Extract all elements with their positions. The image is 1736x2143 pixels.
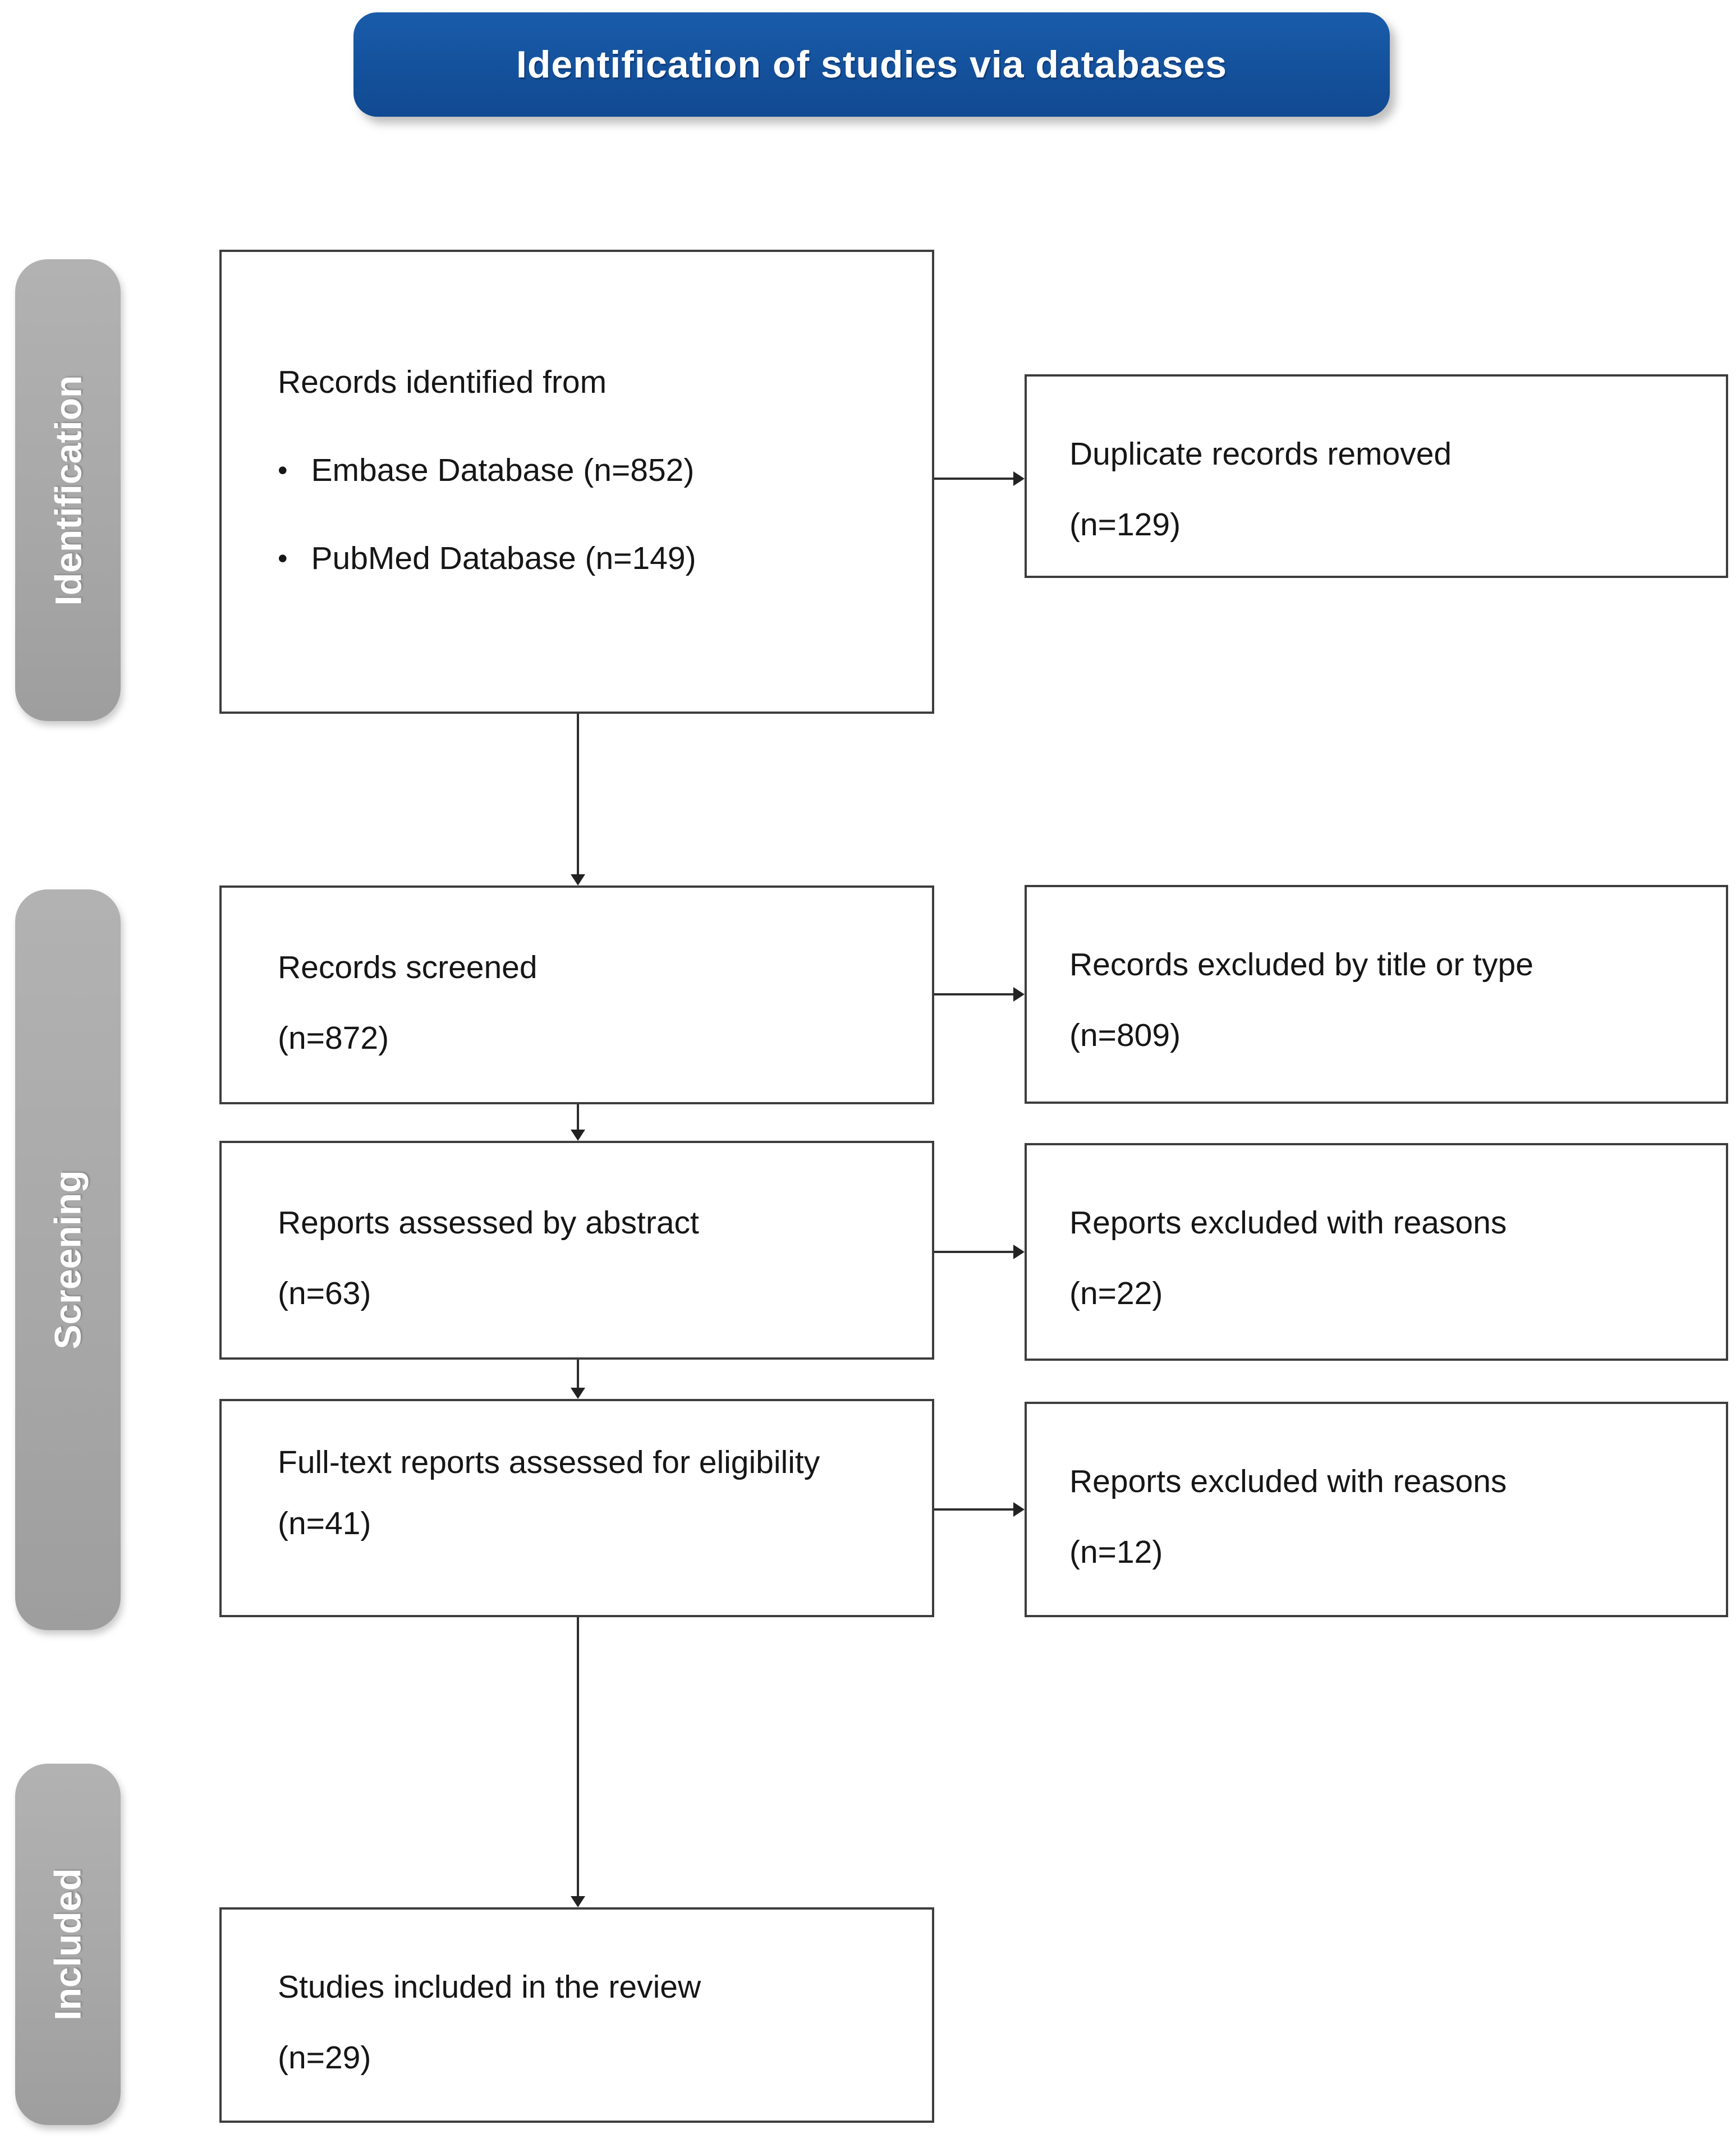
box-reports-excluded-abstract: Reports excluded with reasons (n=22) — [1025, 1143, 1728, 1361]
box-studies-included: Studies included in the review (n=29) — [219, 1907, 934, 2123]
connector-down-screened-to-abstract — [577, 1104, 579, 1131]
arrowhead-right-3-icon — [1013, 1245, 1025, 1259]
stage-label-screening: Screening — [15, 889, 121, 1630]
title-banner-label: Identification of studies via databases — [516, 43, 1228, 86]
connector-down-identified-to-screened — [577, 714, 579, 875]
title-banner: Identification of studies via databases — [353, 12, 1390, 117]
arrowhead-down-3-icon — [571, 1388, 585, 1399]
box-fulltext-assessed: Full-text reports assessed for eligibili… — [219, 1399, 934, 1617]
box-records-screened: Records screened (n=872) — [219, 885, 934, 1104]
box-records-screened-line1: Records screened — [278, 949, 538, 985]
box-records-excluded-title: Records excluded by title or type (n=809… — [1025, 885, 1728, 1104]
box-reports-excluded-fulltext: Reports excluded with reasons (n=12) — [1025, 1402, 1728, 1617]
box-records-identified-title: Records identified from — [278, 364, 607, 400]
box-fulltext-assessed-line1: Full-text reports assessed for eligibili… — [278, 1444, 820, 1480]
bullet-item-embase: Embase Database (n=852) — [278, 451, 901, 489]
box-records-excluded-title-line1: Records excluded by title or type — [1069, 947, 1533, 983]
box-studies-included-count: (n=29) — [278, 2040, 371, 2076]
bullet-item-embase-text: Embase Database (n=852) — [311, 452, 695, 488]
box-records-screened-count: (n=872) — [278, 1020, 389, 1056]
bullet-item-pubmed-text: PubMed Database (n=149) — [311, 540, 696, 576]
connector-right-fulltext-to-excluded — [934, 1508, 1014, 1511]
stage-label-screening-text: Screening — [47, 1170, 89, 1350]
box-duplicates-removed-count: (n=129) — [1069, 507, 1181, 543]
connector-right-screened-to-excluded — [934, 993, 1014, 995]
box-fulltext-assessed-count: (n=41) — [278, 1506, 371, 1541]
box-reports-excluded-abstract-count: (n=22) — [1069, 1275, 1163, 1311]
box-duplicates-removed-line1: Duplicate records removed — [1069, 436, 1452, 472]
bullet-item-pubmed: PubMed Database (n=149) — [278, 539, 901, 577]
stage-label-included: Included — [15, 1764, 121, 2125]
stage-label-identification: Identification — [15, 259, 121, 721]
connector-down-fulltext-to-included — [577, 1617, 579, 1898]
arrowhead-down-1-icon — [571, 874, 585, 885]
connector-right-identified-to-duplicates — [934, 478, 1014, 480]
box-reports-assessed-abstract-count: (n=63) — [278, 1275, 371, 1311]
connector-right-abstract-to-excluded — [934, 1251, 1014, 1253]
box-records-identified: Records identified from Embase Database … — [219, 250, 934, 714]
box-reports-excluded-fulltext-count: (n=12) — [1069, 1534, 1163, 1570]
stage-label-included-text: Included — [47, 1868, 89, 2021]
box-reports-excluded-abstract-line1: Reports excluded with reasons — [1069, 1205, 1507, 1241]
box-reports-assessed-abstract-line1: Reports assessed by abstract — [278, 1205, 699, 1241]
box-records-excluded-title-count: (n=809) — [1069, 1017, 1181, 1053]
stage-label-identification-text: Identification — [47, 375, 89, 605]
box-duplicates-removed: Duplicate records removed (n=129) — [1025, 374, 1728, 578]
box-reports-assessed-abstract: Reports assessed by abstract (n=63) — [219, 1141, 934, 1360]
arrowhead-right-4-icon — [1013, 1502, 1025, 1517]
box-studies-included-line1: Studies included in the review — [278, 1969, 701, 2005]
arrowhead-down-2-icon — [571, 1130, 585, 1141]
arrowhead-right-1-icon — [1013, 471, 1025, 486]
arrowhead-down-4-icon — [571, 1896, 585, 1907]
arrowhead-right-2-icon — [1013, 987, 1025, 1002]
box-reports-excluded-fulltext-line1: Reports excluded with reasons — [1069, 1463, 1507, 1499]
connector-down-abstract-to-fulltext — [577, 1360, 579, 1389]
